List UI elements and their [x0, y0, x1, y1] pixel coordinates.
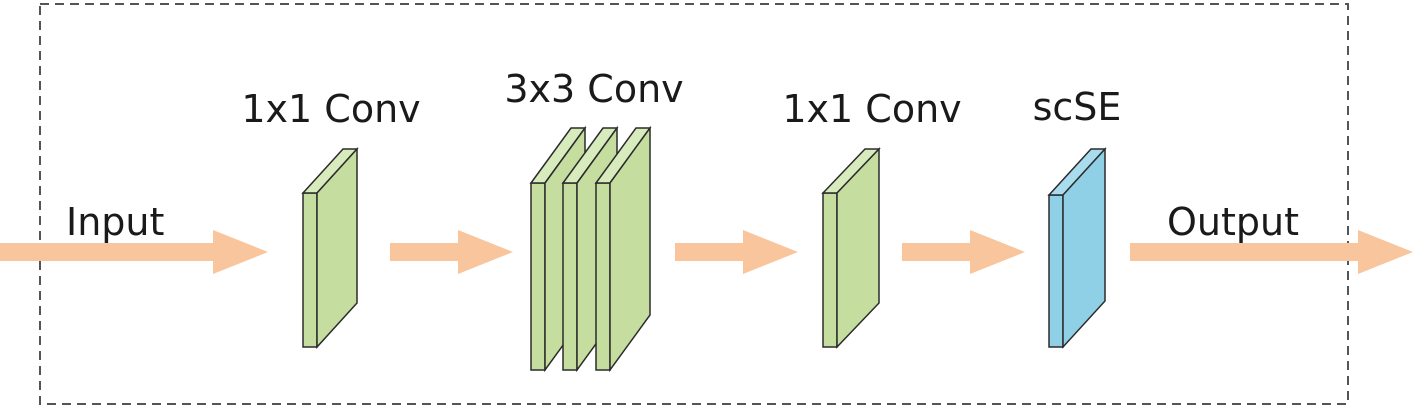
input-label: Input [66, 200, 165, 244]
scse-front [1048, 194, 1064, 348]
arrow-conv3-to-conv1b [675, 230, 798, 274]
conv1x1b-label: 1x1 Conv [782, 87, 962, 131]
conv3x3-label: 3x3 Conv [504, 67, 684, 111]
scse-label: scSE [1032, 85, 1122, 129]
conv1x1b-face [836, 147, 880, 349]
conv1x1-front [302, 192, 318, 348]
conv1x1b-block [821, 147, 881, 349]
conv1x1-label: 1x1 Conv [241, 87, 421, 131]
conv1x1-block [301, 147, 359, 349]
scse-face [1062, 147, 1106, 349]
output-label: Output [1167, 200, 1299, 244]
conv3x3-layer-3 [594, 125, 652, 373]
scse-block [1047, 147, 1107, 349]
module-frame [39, 3, 1349, 405]
conv3x3-block [529, 125, 652, 373]
arrow-conv1-to-conv3 [390, 230, 513, 274]
arrow-conv1b-to-scse [902, 230, 1025, 274]
conv1x1-face [316, 147, 358, 349]
input-arrow [0, 230, 268, 274]
output-arrow [1130, 230, 1413, 274]
conv1x1b-front [822, 192, 838, 348]
